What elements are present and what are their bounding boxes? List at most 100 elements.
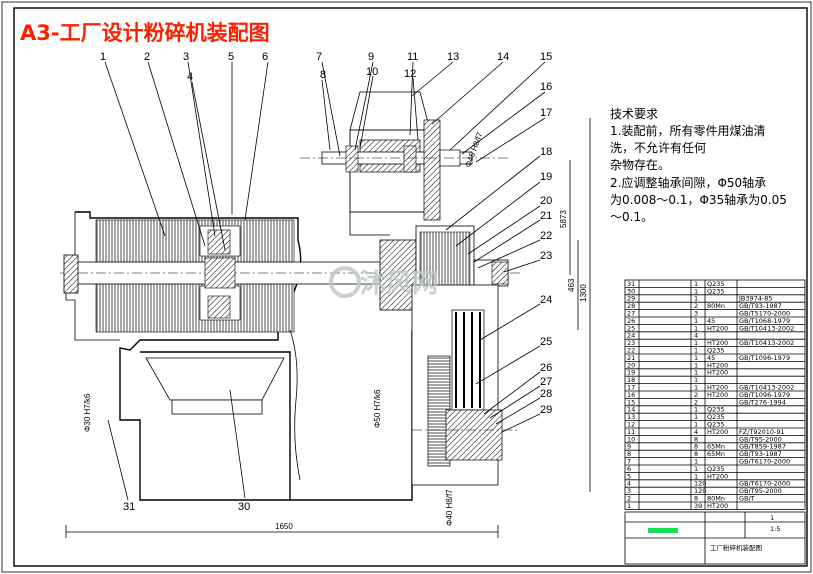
part-number: 6 xyxy=(262,51,268,63)
bom-no: 27 xyxy=(627,310,635,318)
bom-standard: GB/T xyxy=(739,495,755,503)
bom-qty: 2 xyxy=(694,398,698,406)
bom-no: 10 xyxy=(627,435,635,443)
bom-standard: GB/T5170-2000 xyxy=(739,310,790,318)
bom-standard: GB/T1096-1979 xyxy=(739,354,790,362)
bom-no: 6 xyxy=(627,465,631,473)
bom-no: 25 xyxy=(627,324,635,332)
bom-qty: 1 xyxy=(694,458,698,466)
bom-material: Q235 xyxy=(707,413,725,421)
bom-material: 45 xyxy=(707,317,715,325)
part-number: 2 xyxy=(144,51,150,63)
dim-bottom-fit: Φ40 H8/f7 xyxy=(445,489,454,526)
part-number: 7 xyxy=(316,51,322,63)
part-number: 24 xyxy=(540,294,552,306)
bom-no: 21 xyxy=(627,354,635,362)
bom-qty: 1 xyxy=(694,472,698,480)
bom-qty: 39 xyxy=(694,502,702,510)
right-pulley-assembly xyxy=(379,225,520,486)
bom-qty: 1 xyxy=(694,324,698,332)
bom-qty: 4 xyxy=(694,332,698,340)
bom-material: HT200 xyxy=(707,339,728,347)
dim-d2: 5873 xyxy=(559,210,568,228)
bom-qty: 1 xyxy=(694,465,698,473)
bom-qty: 2 xyxy=(694,391,698,399)
tech-line: 杂物存在。 xyxy=(610,158,670,172)
part-number: 4 xyxy=(187,71,193,83)
bom-qty: 8 xyxy=(694,443,698,451)
part-number: 15 xyxy=(540,51,552,63)
bom-no: 23 xyxy=(627,339,635,347)
bom-no: 20 xyxy=(627,361,635,369)
tech-line: 1.装配前，所有零件用煤油清 xyxy=(610,123,765,138)
bom-frame xyxy=(624,279,806,510)
bom-qty: 1 xyxy=(694,406,698,414)
part-number: 26 xyxy=(540,362,552,374)
bom-standard: GB/T93-1987 xyxy=(739,450,782,458)
bom-qty: 120 xyxy=(694,487,706,495)
top-pulley-assembly xyxy=(300,91,510,236)
sheet-value: 1 xyxy=(770,514,774,522)
bom-qty: 2 xyxy=(694,302,698,310)
bom-standard: GB/T93-1987 xyxy=(739,302,782,310)
bom-qty: 8 xyxy=(694,495,698,503)
part-number: 18 xyxy=(540,146,552,158)
dim-overall-width: 1650 xyxy=(275,522,293,531)
bom-qty: 1 xyxy=(694,295,698,303)
bom-no: 16 xyxy=(627,391,635,399)
bom-no: 29 xyxy=(627,295,635,303)
bom-no: 26 xyxy=(627,317,635,325)
bom-qty: 1 xyxy=(694,317,698,325)
bom-material: Q235 xyxy=(707,287,725,295)
bom-material: Q235 xyxy=(707,465,725,473)
dim-d1: 463 xyxy=(567,278,576,292)
bom-qty: 1 xyxy=(694,347,698,355)
bom-material: Q235 xyxy=(707,406,725,414)
bom-no: 31 xyxy=(627,280,635,288)
bom-no: 13 xyxy=(627,413,635,421)
bom-material: 45 xyxy=(707,354,715,362)
part-number: 13 xyxy=(447,51,459,63)
bom-standard: GB/T95-2000 xyxy=(739,487,782,495)
bom-no: 14 xyxy=(627,406,635,414)
bom-no: 1 xyxy=(627,502,631,510)
bom-standard: GB/T10413-2002 xyxy=(739,384,794,392)
bom-standard: GB/T95-2000 xyxy=(739,435,782,443)
bom-no: 9 xyxy=(627,443,631,451)
tech-heading: 技术要求 xyxy=(610,107,658,121)
part-number: 28 xyxy=(540,388,552,400)
bom-standard: GB/T1096-1979 xyxy=(739,391,790,399)
part-number: 9 xyxy=(368,51,374,63)
bom-qty: 120 xyxy=(694,480,706,488)
bom-qty: 1 xyxy=(694,361,698,369)
dim-left-fit: Φ30 H7/k6 xyxy=(83,393,92,432)
part-number: 5 xyxy=(228,51,234,63)
bom-material: HT200 xyxy=(707,391,728,399)
bom-material: Q235 xyxy=(707,280,725,288)
bom-no: 3 xyxy=(627,487,631,495)
part-number: 22 xyxy=(540,230,552,242)
bom-material: HT200 xyxy=(707,472,728,480)
bom-qty: 1 xyxy=(694,376,698,384)
bom-no: 5 xyxy=(627,472,631,480)
bom-no: 19 xyxy=(627,369,635,377)
bom-material: HT200 xyxy=(707,369,728,377)
bom-no: 11 xyxy=(627,428,635,436)
bom-no: 4 xyxy=(627,480,631,488)
bom-no: 8 xyxy=(627,450,631,458)
part-number: 31 xyxy=(123,501,135,513)
bom-standard: GB/T10413-2002 xyxy=(739,339,794,347)
bom-no: 22 xyxy=(627,347,635,355)
part-number: 12 xyxy=(404,68,416,80)
part-number: 29 xyxy=(540,404,552,416)
bom-no: 30 xyxy=(627,287,635,295)
watermark-text: 沐风网 xyxy=(360,269,438,299)
dimensions: 1650 1300 5873 463 Φ30 H7/k6 Φ50 H7/k6 Φ… xyxy=(65,118,591,538)
bom-material: 80Mn xyxy=(707,302,725,310)
bom-qty: 1 xyxy=(694,339,698,347)
part-number: 8 xyxy=(320,69,326,81)
bom-no: 17 xyxy=(627,384,635,392)
bom-qty: 1 xyxy=(694,287,698,295)
